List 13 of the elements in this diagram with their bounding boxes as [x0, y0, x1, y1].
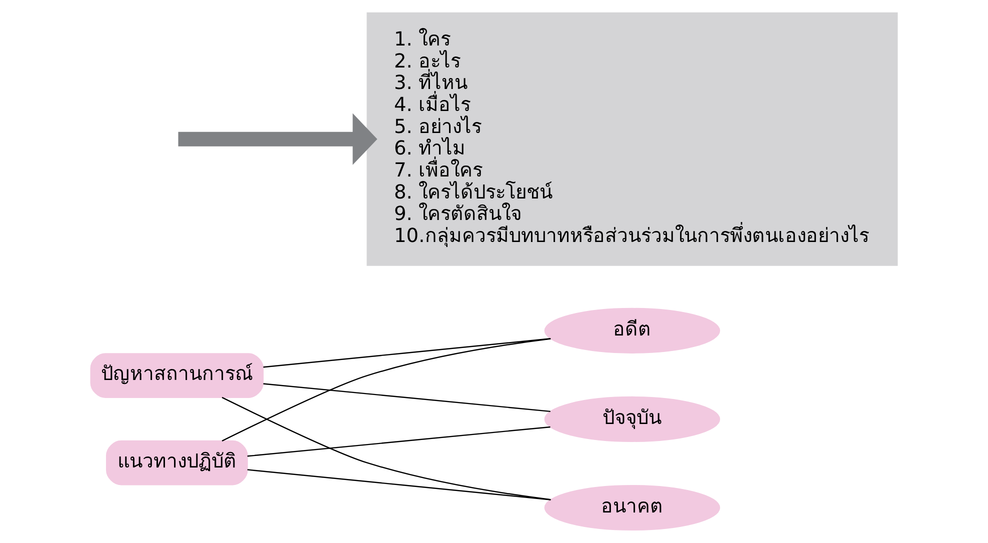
connector	[247, 426, 550, 457]
node-ellipse: ปัจจุบัน	[544, 396, 720, 442]
connector	[263, 338, 550, 368]
connector	[222, 338, 551, 442]
connector	[263, 383, 550, 412]
connector	[247, 469, 551, 500]
node-box: แนวทางปฏิบัติ	[106, 440, 248, 486]
node-box: 1. ใคร 2. อะไร 3. ที่ไหน 4. เมื่อไร 5. อย่างไร 6. ทำไม 7. เพื่อใคร 8. ใครได้ประโยชน์ 9. ใครตัดสินใจ 10.กลุ่มควรมีบทบาทหรือส่วนร่วมในการพึ่งตนเองอย่างไร	[366, 12, 898, 266]
connector	[222, 396, 551, 500]
node-box: ปัญหาสถานการณ์	[90, 353, 264, 398]
node-ellipse: อดีต	[544, 308, 720, 354]
node-ellipse: อนาคต	[544, 484, 720, 530]
arrow	[178, 113, 378, 165]
